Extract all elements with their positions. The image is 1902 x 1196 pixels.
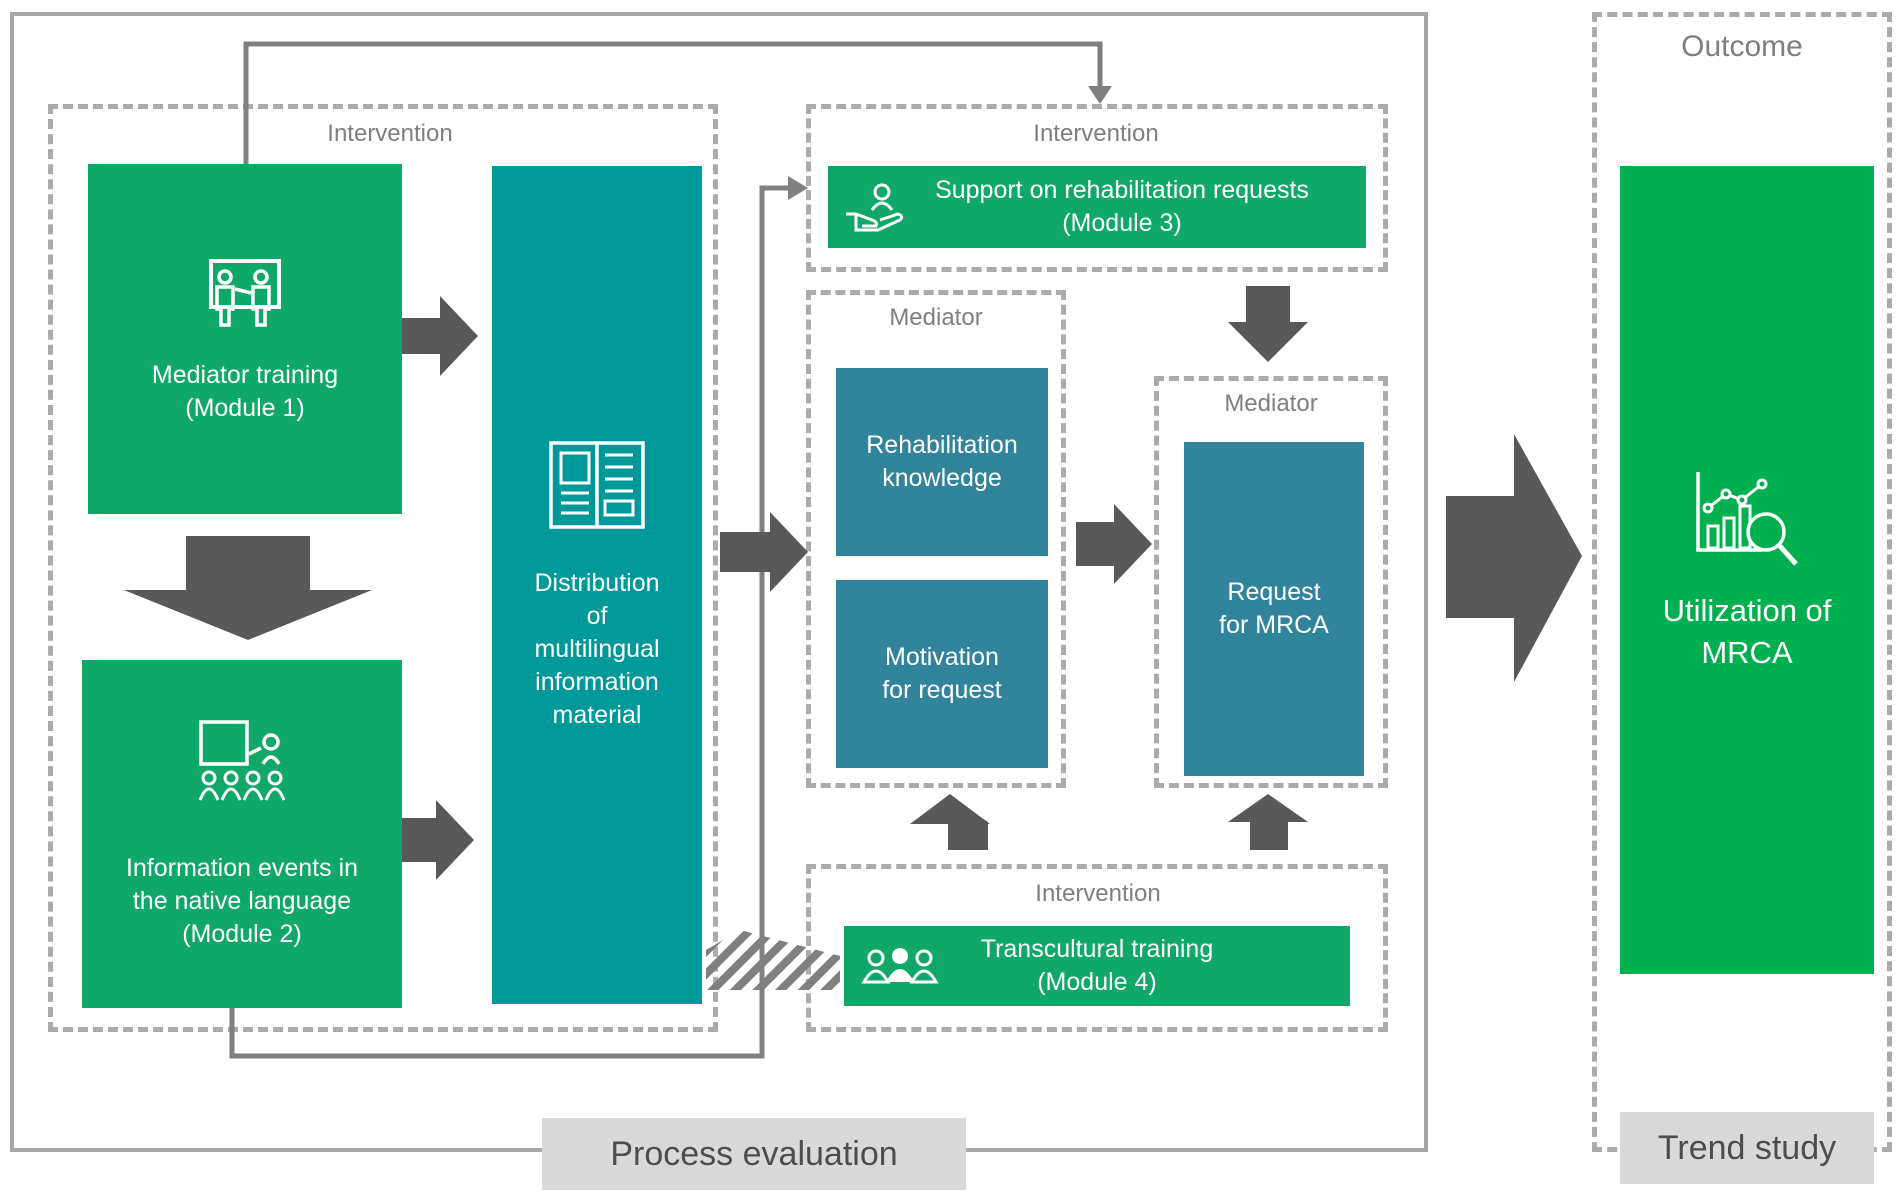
module2-box: Information events in the native languag…	[82, 660, 402, 1008]
intervention-left-group	[48, 104, 718, 1032]
connector-module2-to-module3	[229, 185, 792, 1059]
arrow-module3-to-request	[1228, 286, 1308, 362]
mediator-left-group	[806, 290, 1066, 788]
module1-box: Mediator training (Module 1)	[88, 164, 402, 514]
module3-label: Support on rehabilitation requests (Modu…	[935, 176, 1309, 237]
process-evaluation-label: Process evaluation	[542, 1118, 966, 1190]
module1-label: Mediator training (Module 1)	[151, 361, 339, 422]
rehab-knowledge-label: Rehabilitation knowledge	[866, 431, 1018, 492]
chart-magnifier-icon	[1696, 472, 1798, 566]
utilization-label: Utilization of MRCA	[1662, 593, 1832, 670]
module2-label: Information events in the native languag…	[125, 853, 359, 948]
arrow-distribution-to-mediator	[720, 512, 808, 592]
intervention-left-label: Intervention	[327, 120, 453, 147]
distribution-label: Distribution of multilingual information…	[534, 568, 660, 729]
connector-module1-to-module3	[243, 41, 1103, 166]
arrow-module4-to-mediator-left-cap	[910, 794, 990, 824]
arrowhead-into-module3-box	[788, 176, 808, 200]
mediator-right-label: Mediator	[1224, 390, 1318, 417]
outcome-group-label: Outcome	[1681, 30, 1803, 63]
module4-box: Transcultural training (Module 4)	[844, 926, 1350, 1006]
request-label: Request for MRCA	[1219, 578, 1329, 639]
module3-box: Support on rehabilitation requests (Modu…	[828, 166, 1366, 248]
motivation-label: Motivation for request	[882, 643, 1002, 704]
utilization-box: Utilization of MRCA	[1620, 166, 1874, 974]
distribution-box: Distribution of multilingual information…	[492, 166, 702, 1004]
intervention-bottom-label: Intervention	[1035, 880, 1161, 907]
rehab-knowledge-box: Rehabilitation knowledge	[836, 368, 1048, 556]
module4-label: Transcultural training (Module 4)	[980, 935, 1214, 996]
arrow-to-outcome	[1446, 434, 1582, 682]
hatched-link-module4	[706, 930, 840, 990]
request-box: Request for MRCA	[1184, 442, 1364, 776]
trend-study-label: Trend study	[1620, 1112, 1874, 1184]
arrow-module2-to-distribution	[400, 800, 474, 880]
mediator-right-group	[1154, 376, 1388, 788]
hand-person-icon	[846, 183, 904, 232]
group-people-icon	[861, 948, 939, 984]
arrow-mediator-to-request	[1076, 504, 1152, 584]
arrow-module1-to-module2	[124, 536, 372, 640]
intervention-top-group	[806, 104, 1388, 272]
motivation-box: Motivation for request	[836, 580, 1048, 768]
arrow-module1-to-distribution	[402, 296, 478, 376]
arrow-module4-to-request	[1228, 794, 1308, 850]
arrowhead-into-module3-group	[1088, 86, 1112, 104]
audience-icon	[198, 719, 286, 801]
brochure-icon	[549, 440, 645, 529]
presenter-icon	[209, 259, 281, 327]
intervention-top-label: Intervention	[1033, 120, 1159, 147]
mediator-left-label: Mediator	[889, 304, 983, 331]
